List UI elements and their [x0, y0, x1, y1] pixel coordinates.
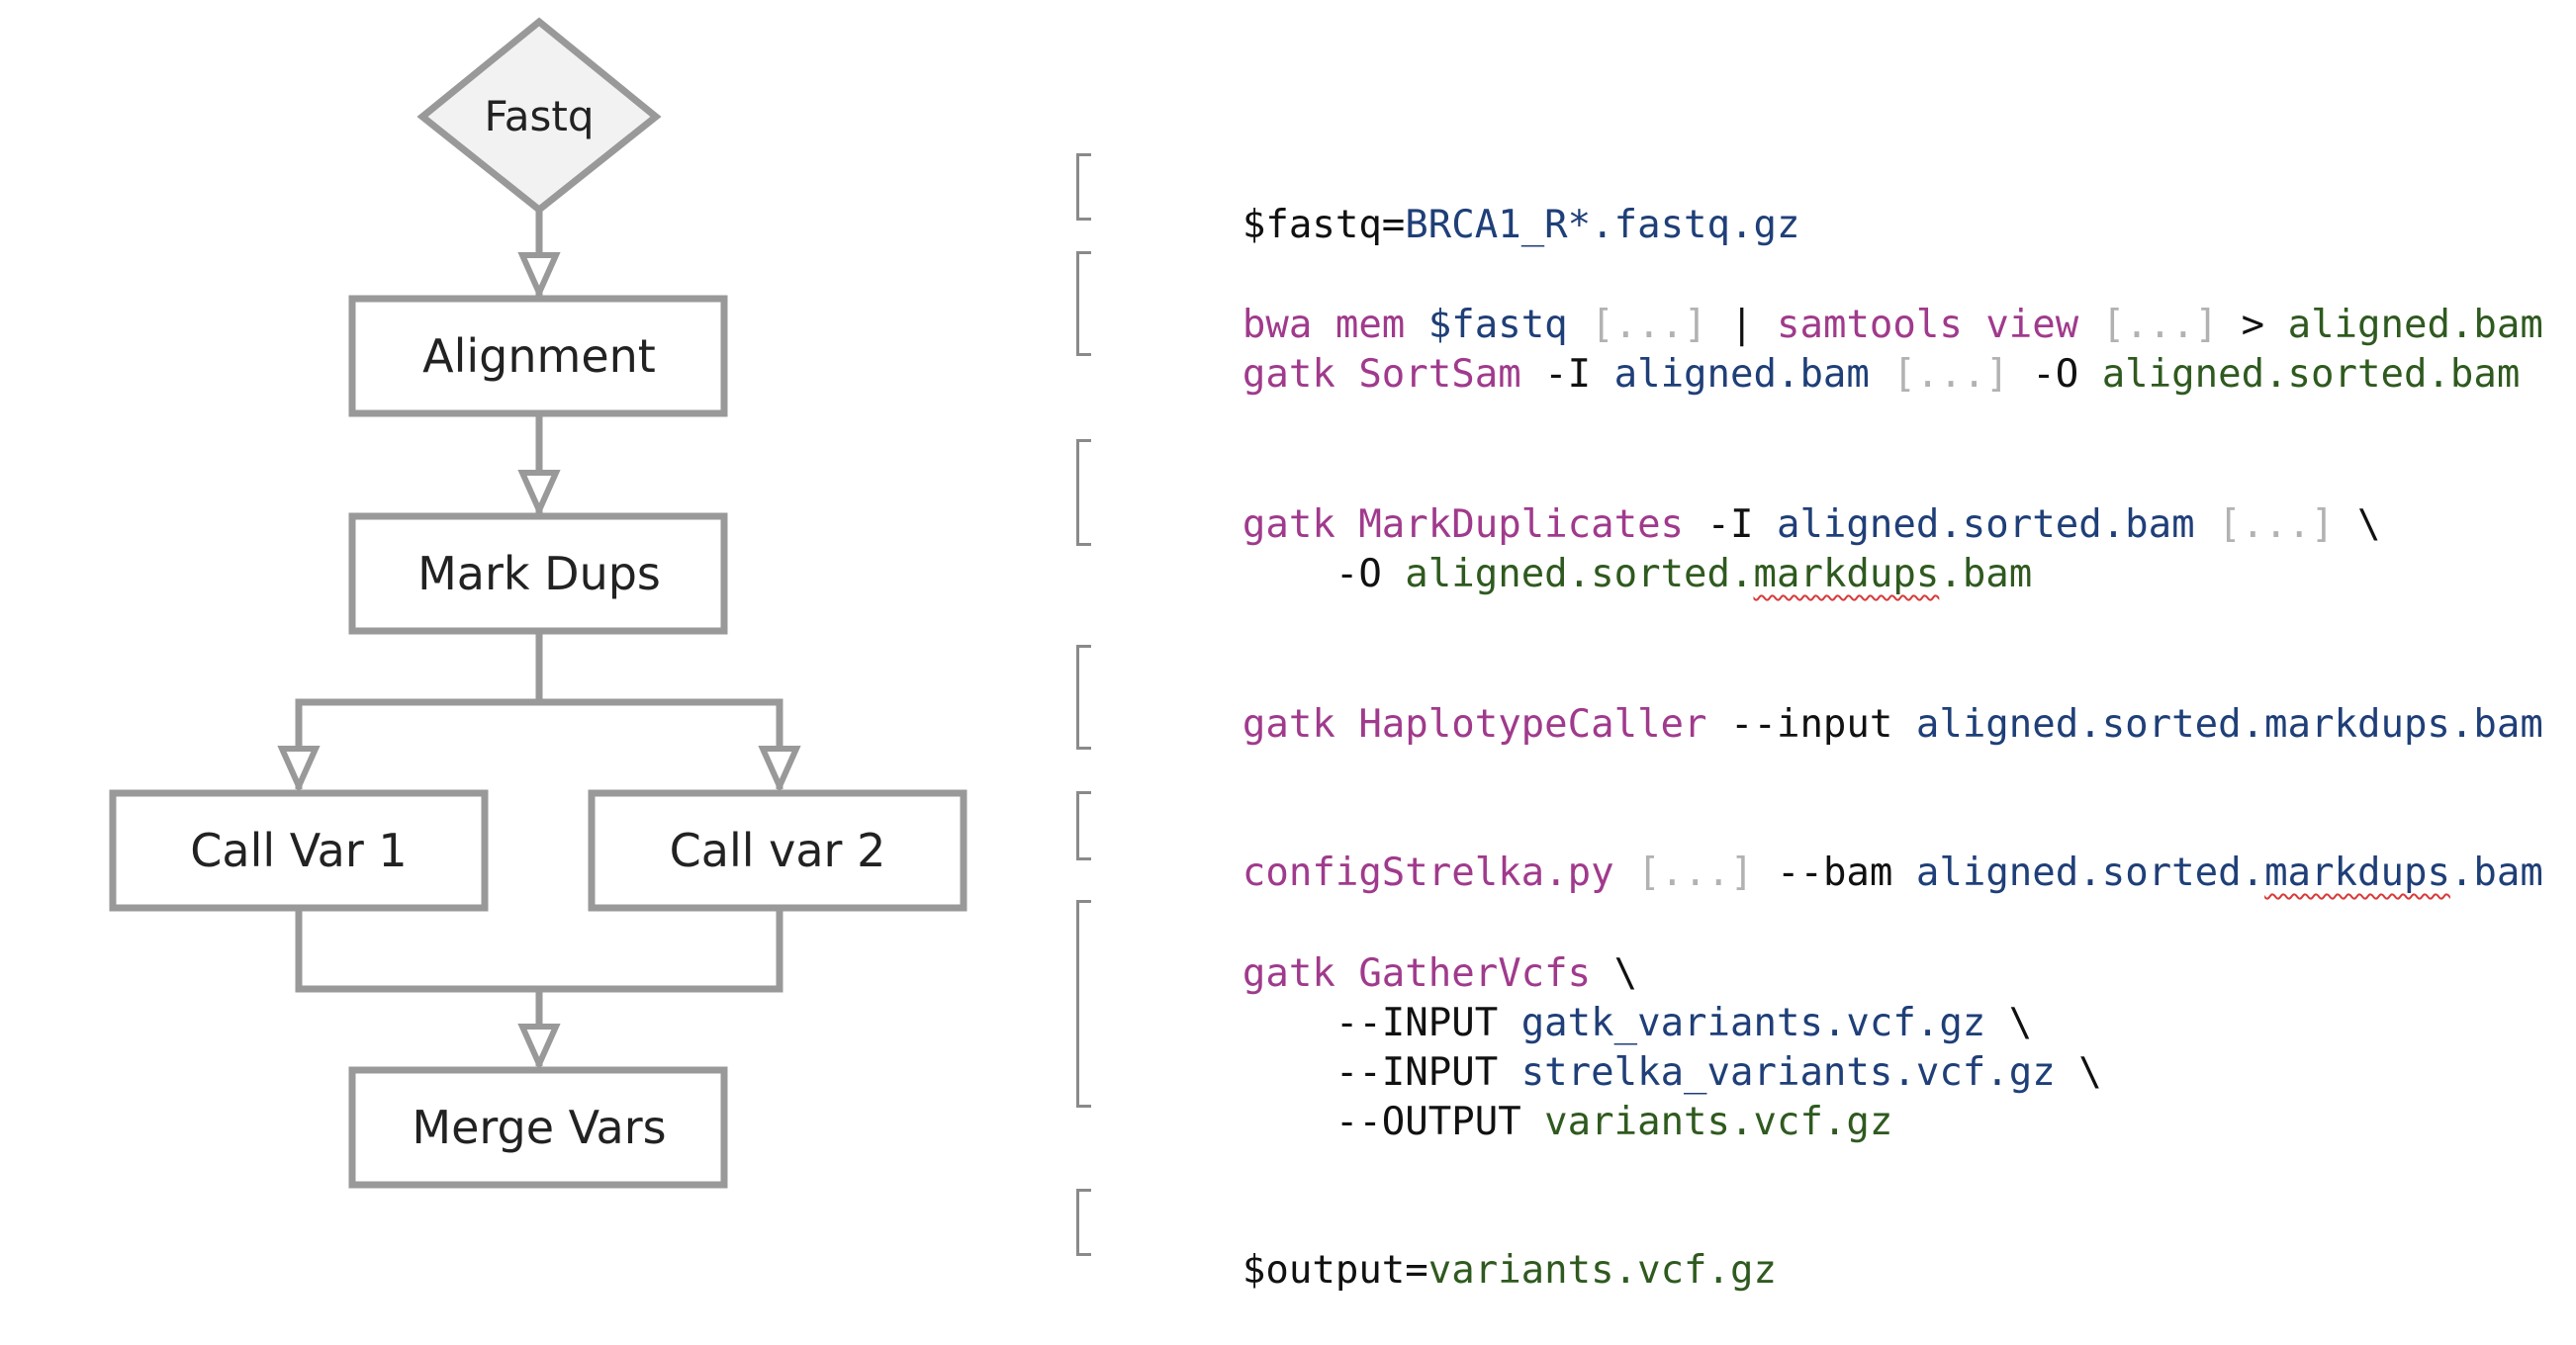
code-token: [...] — [2218, 502, 2335, 547]
code-token: [...] — [2101, 303, 2219, 347]
code-token: gatk HaplotypeCaller — [1242, 702, 1707, 747]
code-line: gatk GatherVcfs \ — [1150, 900, 1637, 1048]
code-token-spellcheck: markdups — [1753, 552, 1940, 596]
code-token-spellcheck: markdups — [2264, 851, 2450, 895]
code-line: gatk MarkDuplicates -I aligned.sorted.ba… — [1150, 451, 2381, 599]
code-token: gatk_variants.vcf.gz — [1520, 1001, 1986, 1045]
arrowhead-callvar2 — [758, 746, 801, 794]
code-token: configStrelka.py — [1242, 851, 1614, 895]
code-token: variants.vcf.gz — [1427, 1248, 1777, 1293]
code-token: aligned.sorted.markdups.bam — [1915, 702, 2543, 747]
code-token: | — [1706, 303, 1777, 347]
code-token: $fastq — [1405, 303, 1592, 347]
code-block-bracket — [1076, 251, 1091, 356]
code-token: [...] — [1892, 352, 2009, 397]
code-token: aligned.sorted.bam — [1776, 502, 2195, 547]
code-block-bracket — [1076, 791, 1091, 860]
code-token: samtools view — [1777, 303, 2079, 347]
code-token: -O — [1242, 552, 1406, 596]
code-token: strelka_variants.vcf.gz — [1520, 1050, 2056, 1095]
code-block-bracket — [1076, 439, 1091, 546]
code-token: aligned.sorted.bam — [2101, 352, 2521, 397]
code-line: -O aligned.sorted.markdups.bam — [1150, 500, 2032, 649]
code-token: -O — [2008, 352, 2102, 397]
arrowhead-merge — [517, 1024, 561, 1072]
node-fastq-label: Fastq — [484, 92, 594, 140]
code-token — [2195, 502, 2218, 547]
code-token: bwa mem — [1242, 303, 1406, 347]
code-token: gatk MarkDuplicates — [1242, 502, 1685, 547]
code-line: bwa mem $fastq [...] | samtools view [..… — [1150, 251, 2543, 400]
code-token: > — [2218, 303, 2288, 347]
code-block-bracket — [1076, 1189, 1091, 1256]
code-token: [...] — [1637, 851, 1754, 895]
code-token: \ — [1591, 951, 1638, 996]
code-token: --INPUT — [1242, 1001, 1521, 1045]
code-token: $output= — [1242, 1248, 1428, 1293]
code-line: $output=variants.vcf.gz — [1150, 1197, 1777, 1345]
code-token: aligned.bam — [2287, 303, 2543, 347]
arrowhead-callvar1 — [277, 746, 321, 794]
node-alignment-label: Alignment — [422, 329, 656, 383]
code-token — [1870, 352, 1892, 397]
edge-markdups-callvar2 — [539, 698, 783, 789]
node-mark-dups: Mark Dups — [348, 512, 728, 635]
code-token: \ — [2334, 502, 2381, 547]
node-merge-vars-label: Merge Vars — [412, 1101, 666, 1154]
pipeline-flowchart: Fastq Alignment Mark Dups Call Var 1 Cal… — [109, 17, 967, 1189]
code-token: variants.vcf.gz — [1544, 1100, 1893, 1144]
code-block-bracket — [1076, 645, 1091, 750]
code-token — [1614, 851, 1637, 895]
node-call-var-1-label: Call Var 1 — [190, 824, 407, 877]
code-token: aligned.sorted. — [1915, 851, 2265, 895]
code-line: gatk SortSam -I aligned.bam [...] -O ali… — [1150, 301, 2520, 449]
code-token: [...] — [1591, 303, 1707, 347]
node-call-var-1: Call Var 1 — [109, 789, 489, 912]
code-token: gatk GatherVcfs — [1242, 951, 1592, 996]
code-token: $fastq= — [1242, 203, 1406, 247]
node-call-var-2-label: Call var 2 — [670, 824, 886, 877]
code-block-bracket — [1076, 900, 1091, 1108]
code-token: gatk SortSam — [1242, 352, 1521, 397]
code-line: $fastq=BRCA1_R*.fastq.gz — [1150, 151, 1800, 300]
node-merge-vars: Merge Vars — [348, 1066, 728, 1189]
code-token: .bam — [1939, 552, 2033, 596]
code-token: .bam — [2449, 851, 2543, 895]
code-token: --INPUT — [1242, 1050, 1521, 1095]
code-token: aligned.sorted. — [1405, 552, 1754, 596]
code-token: --OUTPUT — [1242, 1100, 1545, 1144]
code-line: gatk HaplotypeCaller --input aligned.sor… — [1150, 651, 2543, 799]
node-fastq: Fastq — [416, 17, 662, 215]
arrowhead-alignment — [517, 252, 561, 301]
code-token: \ — [1985, 1001, 2033, 1045]
code-token: --input — [1706, 702, 1916, 747]
code-line: --INPUT gatk_variants.vcf.gz \ — [1150, 949, 2032, 1098]
code-line: --INPUT strelka_variants.vcf.gz \ — [1150, 999, 2102, 1147]
code-line: configStrelka.py [...] --bam aligned.sor… — [1150, 799, 2543, 947]
edge-markdups-callvars — [295, 631, 543, 789]
code-token: -I — [1684, 502, 1777, 547]
code-token: aligned.bam — [1613, 352, 1870, 397]
code-token: --bam — [1753, 851, 1916, 895]
edge-callvar2-merge — [539, 908, 783, 993]
code-token: \ — [2055, 1050, 2102, 1095]
edge-callvar1-merge — [295, 908, 543, 1066]
node-call-var-2: Call var 2 — [588, 789, 967, 912]
code-line: --OUTPUT variants.vcf.gz — [1150, 1048, 1893, 1197]
code-token: BRCA1_R*.fastq.gz — [1405, 203, 1800, 247]
code-block-bracket — [1076, 153, 1091, 221]
node-alignment: Alignment — [348, 295, 728, 417]
code-token: -I — [1520, 352, 1614, 397]
node-mark-dups-label: Mark Dups — [417, 547, 661, 600]
arrowhead-markdups — [517, 470, 561, 518]
